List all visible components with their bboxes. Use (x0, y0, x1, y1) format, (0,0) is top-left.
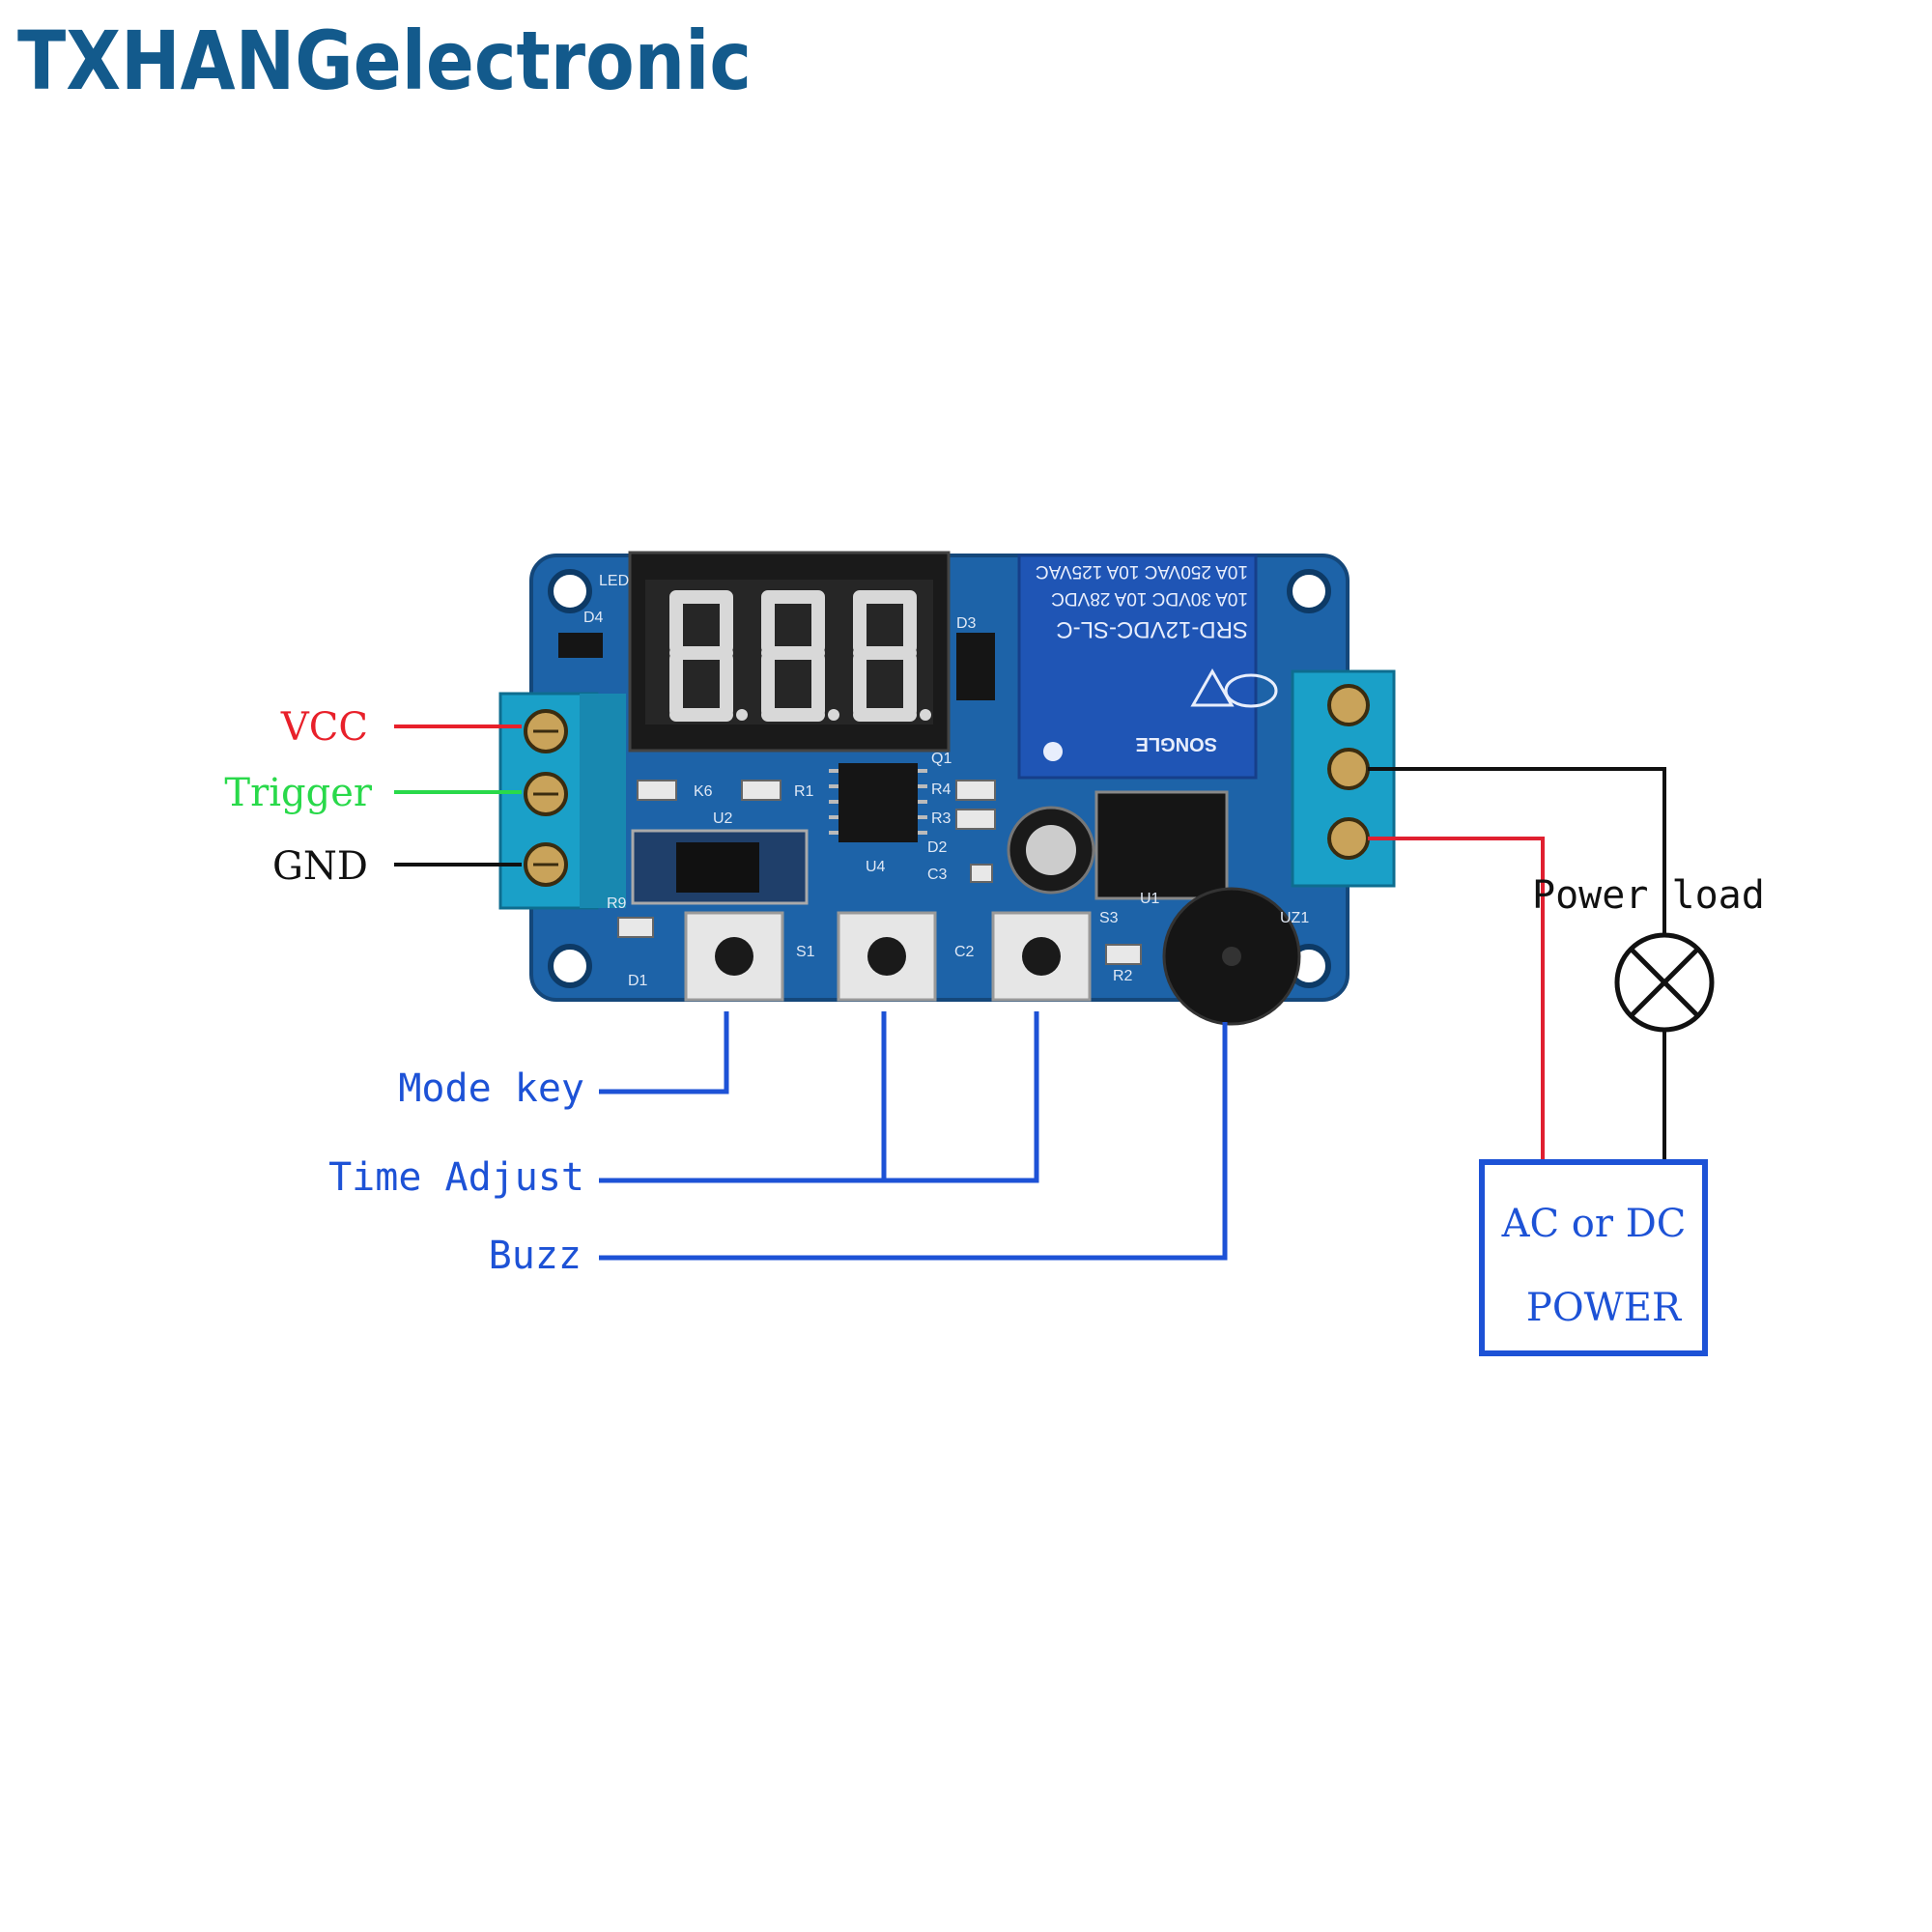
brand-logo-text: TXHANGelectronic (17, 14, 752, 108)
mode-key-label: Mode key (398, 1066, 584, 1111)
relay-model-text: SRD-12VDC-SL-C (1056, 616, 1248, 642)
time-adjust-label: Time Adjust (328, 1155, 584, 1200)
silk-k6: K6 (694, 783, 713, 800)
mount-hole-tl (548, 569, 592, 613)
power-wire-red (1368, 837, 1545, 1162)
power-source-box (1479, 1159, 1708, 1356)
button-s3-icon (991, 911, 1092, 1002)
output-terminal-block (1291, 669, 1396, 888)
button-s1-icon (684, 911, 784, 1002)
silk-r3: R3 (931, 810, 952, 827)
screw-out1-icon (1327, 684, 1370, 726)
lamp-icon (1614, 932, 1715, 1033)
silk-u4: U4 (866, 859, 886, 875)
power-label: POWER (1526, 1286, 1683, 1330)
silk-uz1: UZ1 (1280, 910, 1309, 926)
silk-r1: R1 (794, 783, 814, 800)
vcc-label: VCC (280, 705, 368, 750)
relay-brand-text: SONGLE (1136, 733, 1217, 754)
silk-c2: C2 (954, 944, 975, 960)
screw-out3-icon (1327, 817, 1370, 860)
silk-s1: S1 (796, 944, 815, 960)
silk-led: LED (599, 573, 629, 589)
screw-out2-icon (1327, 748, 1370, 790)
time-adjust-wire (599, 1011, 887, 1183)
ic-u4 (838, 763, 918, 842)
mount-hole-bl (548, 944, 592, 988)
silk-d2: D2 (927, 839, 948, 856)
button-s2-icon (837, 911, 937, 1002)
silk-d1: D1 (628, 973, 648, 989)
ic-d3 (956, 633, 995, 700)
buzz-label: Buzz (489, 1234, 582, 1278)
silk-u2: U2 (713, 810, 733, 827)
silk-c3: C3 (927, 867, 948, 883)
silk-r9: R9 (607, 895, 627, 912)
silk-d4: D4 (583, 610, 604, 626)
silk-s3: S3 (1099, 910, 1119, 926)
mount-hole-tr (1287, 569, 1331, 613)
input-terminal-block (498, 692, 626, 910)
pcb-board: LED D4 SRD-12VDC-SL-C 10A 30VDC 10A 28VD… (498, 551, 1396, 1026)
buzz-wire (599, 1022, 1228, 1261)
silk-d3: D3 (956, 615, 977, 632)
seven-segment-display (628, 551, 951, 753)
ac-or-dc-label: AC or DC (1501, 1202, 1687, 1246)
relay-rating-text-2: 10A 250VAC 10A 125VAC (1036, 561, 1248, 582)
time-adjust-wire-2 (884, 1011, 1039, 1183)
power-load-label: Power load (1532, 873, 1765, 918)
mode-key-wire (599, 1011, 729, 1094)
load-wire-black (1368, 767, 1666, 933)
silk-q1: Q1 (931, 751, 952, 767)
regulator-u1 (1094, 790, 1229, 900)
trigger-label: Trigger (224, 771, 372, 815)
relay-module: SRD-12VDC-SL-C 10A 30VDC 10A 28VDC 10A 2… (1017, 554, 1278, 780)
silk-u1: U1 (1140, 891, 1160, 907)
gnd-label: GND (272, 844, 368, 889)
silk-r4: R4 (931, 781, 952, 798)
relay-rating-text-1: 10A 30VDC 10A 28VDC (1051, 588, 1248, 609)
silk-r2: R2 (1113, 968, 1133, 984)
